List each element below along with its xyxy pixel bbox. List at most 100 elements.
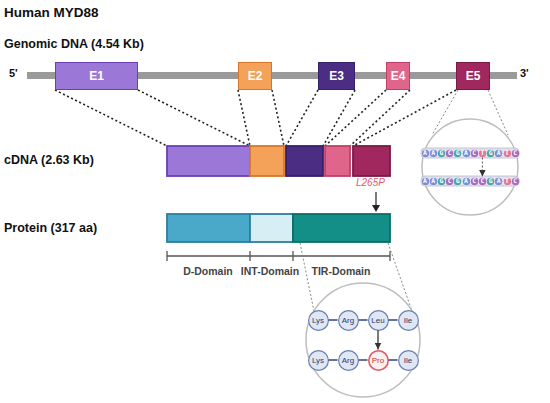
- node-circle: [368, 350, 387, 369]
- node-circle: [511, 177, 519, 185]
- amino-acid-circle: Leu: [368, 310, 389, 331]
- nucleotide-letter: C: [445, 177, 454, 186]
- exon-mapping-lines: [55, 90, 456, 146]
- nucleotide-circle: A: [462, 177, 471, 186]
- domain-label: TIR-Domain: [312, 265, 371, 277]
- domain-label: D-Domain: [183, 265, 233, 277]
- amino-acid-circle: Lys: [308, 350, 329, 371]
- nucleotide-letter: G: [486, 177, 495, 186]
- dna-strand: [421, 148, 519, 158]
- nucleotide-letter: G: [453, 149, 462, 158]
- mapping-line: [138, 90, 250, 146]
- exon-label: E1: [56, 63, 137, 89]
- node-circle: [368, 310, 388, 330]
- int-domain-segment: [250, 214, 293, 242]
- nucleotide-letter: C: [511, 177, 520, 186]
- mapping-line: [238, 90, 250, 146]
- bracket-line: [167, 255, 390, 256]
- mapping-line: [325, 90, 386, 146]
- nucleotide-letter: G: [437, 149, 446, 158]
- nucleotide-letter: T: [503, 177, 512, 186]
- track-label: cDNA (2.63 Kb): [4, 153, 94, 167]
- node-circle: [486, 149, 494, 157]
- nucleotide-circle: T: [503, 177, 512, 186]
- mutation-arrow: [377, 331, 378, 350]
- amino-acid-label: Pro: [368, 350, 389, 371]
- cdna-segment: [286, 146, 323, 176]
- nucleotide-circle: A: [494, 149, 503, 158]
- exon-label: E2: [239, 63, 271, 89]
- bracket-tick: [166, 251, 167, 261]
- nucleotide-circle: T: [478, 149, 487, 158]
- amino-acid-label: Leu: [368, 310, 389, 331]
- node-circle: [462, 177, 470, 185]
- peptide-bond-line: [359, 319, 368, 321]
- protein-bar: [167, 214, 390, 242]
- nucleotide-circle: G: [437, 177, 446, 186]
- zoom-leader-line: [300, 243, 314, 311]
- node-circle: [338, 350, 358, 370]
- amino-acid-circle: Pro: [368, 350, 389, 371]
- nucleotide-circle: A: [421, 149, 430, 158]
- node-circle: [429, 149, 437, 157]
- track-label: Protein (317 aa): [4, 221, 97, 235]
- strand-end-label: 5': [9, 67, 18, 79]
- bracket-tick: [249, 251, 250, 261]
- nucleotide-circle: A: [429, 177, 438, 186]
- mapping-line: [323, 90, 355, 146]
- node-circle: [478, 149, 486, 157]
- mutation-pointer-head: [372, 205, 380, 212]
- amino-acid-label: Ile: [398, 310, 419, 331]
- nucleotide-letter: A: [494, 177, 503, 186]
- node-circle: [398, 350, 418, 370]
- zoom-circle: [422, 119, 518, 215]
- nucleotide-letter: C: [478, 177, 487, 186]
- dna-strand: [421, 176, 519, 186]
- nucleotide-circle: C: [511, 177, 520, 186]
- node-circle: [511, 149, 519, 157]
- peptide-bond-line: [359, 359, 368, 361]
- nucleotide-letter: A: [462, 149, 471, 158]
- amino-acid-circle: Ile: [398, 350, 419, 371]
- cdna-bar: [167, 146, 390, 176]
- substitution-arrow: [482, 158, 483, 177]
- nucleotide-circle: G: [437, 149, 446, 158]
- nucleotide-circle: C: [445, 177, 454, 186]
- nucleotide-letter: G: [437, 177, 446, 186]
- node-circle: [454, 149, 462, 157]
- domain-bracket: [167, 251, 390, 261]
- nucleotide-circle: G: [453, 177, 462, 186]
- exon-label: E4: [387, 63, 409, 89]
- nucleotide-circle: T: [503, 149, 512, 158]
- mutation-pointer: [375, 192, 376, 206]
- mapping-line: [286, 90, 318, 146]
- node-circle: [486, 177, 494, 185]
- exon-box: E5: [456, 62, 490, 90]
- amino-acid-circle: Ile: [398, 310, 419, 331]
- nucleotide-letter: T: [503, 149, 512, 158]
- nucleotide-circle: C: [470, 177, 479, 186]
- d-domain-segment: [167, 214, 250, 242]
- node-circle: [495, 177, 503, 185]
- exon-box: E4: [386, 62, 410, 90]
- amino-acid-label: Ile: [398, 350, 419, 371]
- node-circle: [454, 177, 462, 185]
- node-circle: [308, 310, 328, 330]
- nucleotide-circle: A: [494, 177, 503, 186]
- mapping-line: [55, 90, 167, 146]
- nucleotide-circle: G: [486, 177, 495, 186]
- nucleotide-letter: A: [421, 177, 430, 186]
- node-circle: [478, 177, 486, 185]
- mapping-line: [272, 90, 284, 146]
- figure-title: Human MYD88: [4, 5, 99, 20]
- nucleotide-circle: A: [429, 149, 438, 158]
- node-circle: [429, 177, 437, 185]
- bracket-tick: [389, 251, 390, 261]
- nucleotide-letter: A: [429, 149, 438, 158]
- node-circle: [398, 310, 418, 330]
- nucleotide-letter: A: [462, 177, 471, 186]
- nucleotide-circle: C: [445, 149, 454, 158]
- cdna-segment: [353, 146, 390, 176]
